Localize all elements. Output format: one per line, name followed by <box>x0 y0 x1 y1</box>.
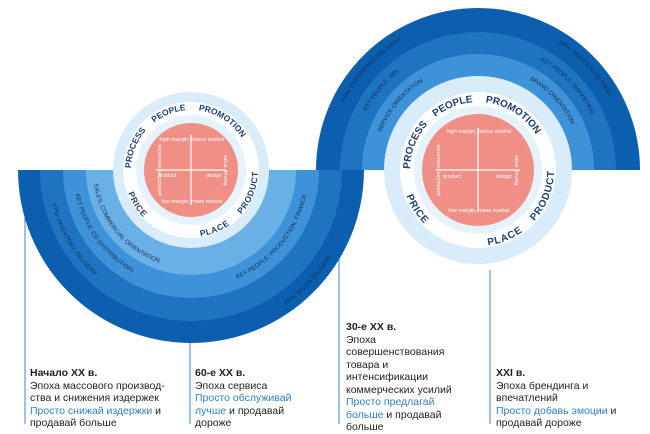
era-2-slogan: Просто обслуживай лучше <box>195 392 292 417</box>
left-core-cross <box>156 135 226 205</box>
left-core-top: high margin, hence market <box>159 137 225 143</box>
right-core-right: design <box>496 174 512 180</box>
era-1-text: Эпоха массового производ-ства и снижения… <box>30 379 165 405</box>
era-4-slogan: Просто добавь эмоции <box>496 404 608 417</box>
era-1-slogan: Просто снижай издержки <box>30 404 153 417</box>
left-core-bottom: low margin, mass market <box>161 199 223 205</box>
right-core-left: product <box>443 174 462 180</box>
left-wheel <box>113 92 269 248</box>
right-core-labels: high margin, hence market low margin, ma… <box>436 129 519 214</box>
left-core-left: product <box>158 173 177 179</box>
era-3-slogan: Просто предлагай больше <box>346 396 435 421</box>
era-caption-4: XXI в. Эпоха брендинга и впечатлений Про… <box>496 367 636 430</box>
era-2-title: 60-е XX в. <box>195 367 246 379</box>
era-3-text: Эпоха совершенствования товара и интенси… <box>346 333 452 396</box>
era-4-text: Эпоха брендинга и впечатлений <box>496 379 589 405</box>
right-core-top: high margin, hence market <box>446 129 512 135</box>
era-2-tail: и продавай дороже <box>195 404 285 430</box>
right-wheel <box>384 76 572 264</box>
era-2-text: Эпоха сервиса <box>195 379 268 392</box>
left-core-vert-left: production resources <box>157 144 163 196</box>
era-1-tail: и продавай больше <box>30 404 162 430</box>
right-core-cross <box>436 128 520 212</box>
left-core-right: design <box>206 173 222 179</box>
left-core-labels: high margin, hence market low margin, ma… <box>157 137 228 205</box>
right-core-vert-left: production resources <box>436 144 442 196</box>
right-core-bottom: low margin, mass market <box>448 208 510 214</box>
era-4-tail: и продавай дороже <box>496 404 617 430</box>
era-1-title: Начало XX в. <box>30 367 98 379</box>
era-4-title: XXI в. <box>496 367 526 379</box>
right-core-vert-right: value driving <box>513 155 519 186</box>
era-caption-1: Начало XX в. Эпоха массового производ-ст… <box>30 367 180 430</box>
era-caption-2: 60-е XX в. Эпоха сервиса Просто обслужив… <box>195 367 320 430</box>
left-core-vert-right: value driving <box>222 155 228 186</box>
era-3-title: 30-е XX в. <box>346 321 397 333</box>
era-caption-3: 30-е XX в. Эпоха совершенствования товар… <box>346 321 466 434</box>
